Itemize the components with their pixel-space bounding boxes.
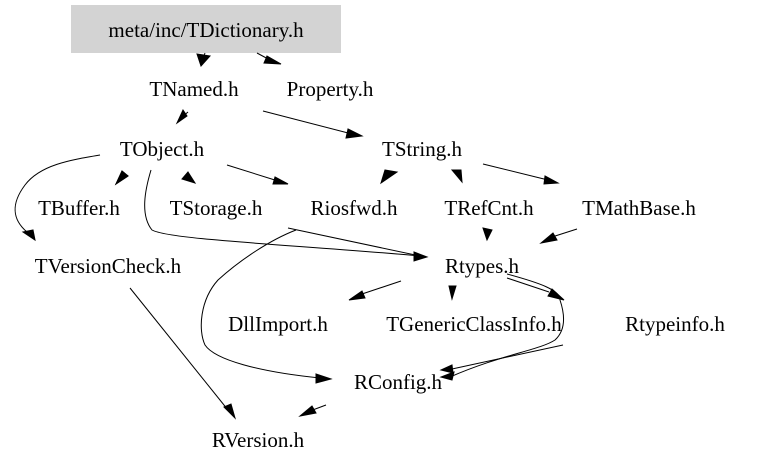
arrowhead (439, 364, 454, 374)
node-tversioncheck[interactable]: TVersionCheck.h (35, 254, 182, 278)
node-tnamed[interactable]: TNamed.h (149, 77, 239, 101)
edges (14, 52, 578, 420)
arrowhead (450, 169, 463, 184)
arrowhead (223, 403, 237, 420)
node-tmathbase[interactable]: TMathBase.h (582, 196, 696, 220)
arrowhead (348, 290, 366, 301)
arrowhead (482, 227, 493, 242)
node-tstorage[interactable]: TStorage.h (170, 196, 263, 220)
node-property[interactable]: Property.h (287, 77, 374, 101)
arrowhead (272, 176, 289, 185)
arrowhead (181, 171, 197, 184)
edge-rtypes-rtypeinfo (506, 277, 550, 293)
edge-tmathbase-rtypes (551, 228, 578, 238)
arrowhead (298, 405, 317, 417)
arrowhead (380, 169, 399, 185)
node-tobject[interactable]: TObject.h (120, 137, 205, 161)
arrowhead (547, 288, 565, 301)
nodes: meta/inc/TDictionary.h TNamed.h Property… (35, 18, 726, 452)
node-riosfwd[interactable]: Riosfwd.h (311, 196, 398, 220)
node-rtypes[interactable]: Rtypes.h (445, 254, 520, 278)
edge-riosfwd-rconfig (200, 229, 321, 379)
node-rversion[interactable]: RVersion.h (212, 428, 305, 452)
arrowhead (21, 229, 36, 242)
edge-tnamed-tstring (262, 110, 353, 135)
edge-tobject-tversioncheck (14, 154, 101, 233)
arrowhead (448, 285, 457, 301)
arrowhead (175, 108, 188, 125)
edge-rtypeinfo-rconfig (451, 344, 564, 370)
arrowhead (439, 371, 455, 381)
node-tdictionary[interactable]: meta/inc/TDictionary.h (108, 18, 304, 42)
edge-tversioncheck-rversion (129, 287, 229, 411)
node-trefcnt[interactable]: TRefCnt.h (444, 196, 534, 220)
arrowhead (539, 232, 558, 244)
arrowhead (114, 170, 129, 186)
edge-tstring-tmathbase (482, 163, 549, 181)
node-tbuffer[interactable]: TBuffer.h (38, 196, 120, 220)
arrowhead (543, 175, 560, 185)
root-node-box (71, 5, 341, 53)
edge-riosfwd-rtypes (287, 227, 421, 257)
arrowhead (413, 251, 429, 262)
arrowhead (315, 373, 333, 384)
edge-tobject-riosfwd (226, 164, 279, 182)
arrowhead (263, 55, 282, 65)
node-tstring[interactable]: TString.h (382, 137, 462, 161)
arrowhead (196, 53, 211, 67)
edge-rtypes-rconfig (449, 273, 565, 378)
edge-tobject-rtypes (144, 169, 421, 257)
edge-rtypes-dllimport (361, 280, 402, 295)
node-tgenericclassinfo[interactable]: TGenericClassInfo.h (386, 312, 562, 336)
node-dllimport[interactable]: DllImport.h (228, 312, 328, 336)
arrowhead (345, 128, 364, 139)
node-rconfig[interactable]: RConfig.h (354, 370, 443, 394)
node-rtypeinfo[interactable]: Rtypeinfo.h (625, 312, 725, 336)
